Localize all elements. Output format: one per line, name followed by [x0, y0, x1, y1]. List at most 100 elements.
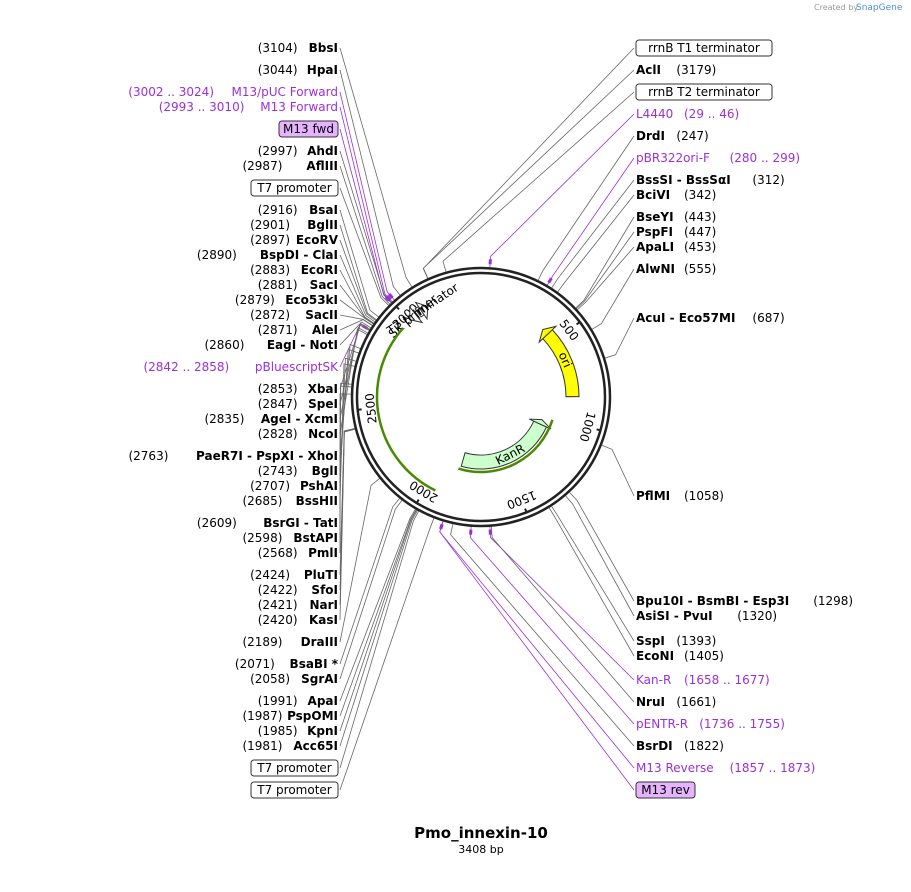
- label-name-m13-puc-forward: M13/pUC Forward: [231, 85, 338, 99]
- site-m13-reverse[interactable]: M13 Reverse(1857 .. 1873): [636, 761, 815, 775]
- site-asisi-pvui[interactable]: AsiSI - PvuI(1320): [636, 609, 777, 623]
- site-paer7i-pspxi-xhoi[interactable]: PaeR7I - PspXI - XhoI(2763): [128, 449, 338, 463]
- site-l4440[interactable]: L4440(29 .. 46): [636, 107, 739, 121]
- site-draiii[interactable]: DraIII(2189): [242, 635, 338, 649]
- site-acc65i[interactable]: Acc65I(1981): [242, 739, 338, 753]
- site-bsrdi[interactable]: BsrDI (1822): [636, 739, 724, 753]
- site-sspi[interactable]: SspI(1393): [636, 634, 716, 648]
- site-bsrgi-tati[interactable]: BsrGI - TatI(2609): [197, 516, 338, 530]
- site-bgli[interactable]: BglI(2743): [258, 464, 338, 478]
- site-ahdi[interactable]: AhdI(2997): [258, 144, 338, 158]
- leader-line-apai: [339, 509, 416, 702]
- leader-line-kan-r: [489, 526, 635, 681]
- label-leader-lines: [339, 47, 635, 791]
- site-ncoi[interactable]: NcoI(2828): [258, 427, 338, 441]
- site-m13-rev[interactable]: M13 rev: [635, 781, 696, 799]
- leader-line-hpai: [339, 69, 401, 296]
- feature-ori[interactable]: ori: [538, 325, 580, 398]
- label-pos-eco53ki: (2879): [235, 293, 275, 307]
- label-name-xbai: XbaI: [308, 382, 338, 396]
- site-ecori[interactable]: EcoRI(2883): [250, 263, 338, 277]
- site-nrui[interactable]: NruI(1661): [636, 695, 716, 709]
- site-t7-promoter[interactable]: T7 promoter: [250, 781, 339, 799]
- site-sfoi[interactable]: SfoI(2422): [258, 583, 338, 597]
- site-eco53ki[interactable]: Eco53kI(2879): [235, 293, 338, 307]
- site-alwni[interactable]: AlwNI(555): [636, 262, 716, 276]
- site-bpu10i-bsmbi-esp3i[interactable]: Bpu10I - BsmBI - Esp3I(1298): [636, 594, 853, 608]
- site-rrnb-t1-terminator[interactable]: rrnB T1 terminator: [635, 39, 773, 57]
- site-acui-eco57mi[interactable]: AcuI - Eco57MI(687): [636, 311, 785, 325]
- site-sacii[interactable]: SacII (2872): [250, 308, 338, 322]
- label-text-t7-promoter: T7 promoter: [256, 783, 332, 797]
- tick-mark-2500: [356, 408, 362, 411]
- site-pflmi[interactable]: PflMI(1058): [636, 489, 724, 503]
- site-t7-promoter[interactable]: T7 promoter: [250, 759, 339, 777]
- site-t7-promoter[interactable]: T7 promoter: [250, 179, 339, 197]
- site-rrnb-t2-terminator[interactable]: rrnB T2 terminator: [635, 83, 773, 101]
- tick-mark-3000: [394, 305, 400, 311]
- site-pbr322ori-f[interactable]: pBR322ori-F(280 .. 299): [636, 151, 800, 165]
- site-pbluescriptsk[interactable]: pBluescriptSK(2842 .. 2858): [143, 360, 339, 374]
- label-name-l4440: L4440: [636, 107, 673, 121]
- site-m13-puc-forward[interactable]: M13/pUC Forward(3002 .. 3024): [128, 85, 338, 99]
- label-pos-bsrdi: (1822): [684, 739, 724, 753]
- site-kan-r[interactable]: Kan-R(1658 .. 1677): [636, 673, 770, 687]
- site-bglii[interactable]: BglII(2901): [250, 218, 338, 232]
- site-afliii[interactable]: AflIII(2987): [242, 159, 338, 173]
- label-name-bsrdi: BsrDI: [636, 739, 673, 753]
- site-kpni[interactable]: KpnI(1985): [258, 724, 338, 738]
- label-name-eagi-noti: EagI - NotI: [267, 338, 338, 352]
- site-bcivi[interactable]: BciVI(342): [636, 188, 716, 202]
- label-pos-sgrai: (2058): [250, 672, 290, 686]
- site-kasi[interactable]: KasI(2420): [258, 613, 338, 627]
- site-pmli[interactable]: PmlI(2568): [258, 546, 338, 560]
- label-name-ahdi: AhdI: [307, 144, 338, 158]
- site-bsssi-bsss-i[interactable]: BssSI - BssSαI(312): [636, 173, 785, 187]
- site-agei-xcmi[interactable]: AgeI - XcmI(2835): [204, 412, 338, 426]
- site-sgrai[interactable]: SgrAI(2058): [250, 672, 338, 686]
- label-pos-alei: (2871): [258, 323, 298, 337]
- label-pos-pshai: (2707): [250, 479, 290, 493]
- site-apai[interactable]: ApaI(1991): [258, 694, 338, 708]
- site-m13-fwd[interactable]: M13 fwd: [278, 120, 339, 138]
- site-bsshii[interactable]: BssHII(2685): [242, 494, 338, 508]
- label-pos-m13-reverse: (1857 .. 1873): [730, 761, 816, 775]
- leader-line-kpni: [339, 509, 417, 732]
- site-pspfi[interactable]: PspFI(447): [636, 225, 716, 239]
- site-bsabi[interactable]: BsaBI *(2071): [235, 657, 339, 671]
- site-xbai[interactable]: XbaI(2853): [258, 382, 338, 396]
- label-name-sacii: SacII: [305, 308, 338, 322]
- site-pspomi[interactable]: PspOMI(1987): [242, 709, 338, 723]
- site-acli[interactable]: AclI(3179): [636, 63, 716, 77]
- feature-kanr[interactable]: KanR: [460, 418, 552, 470]
- label-pos-apali: (453): [684, 240, 716, 254]
- site-econi[interactable]: EcoNI(1405): [636, 649, 724, 663]
- feature-label-ori: ori: [556, 350, 575, 370]
- site-pluti[interactable]: PluTI(2424): [250, 568, 338, 582]
- site-bbsi[interactable]: BbsI(3104): [258, 41, 338, 55]
- label-pos-bsrgi-tati: (2609): [197, 516, 237, 530]
- site-bsai[interactable]: BsaI(2916): [258, 203, 338, 217]
- label-box-t7-promoter: [250, 759, 339, 777]
- label-pos-paer7i-pspxi-xhoi: (2763): [128, 449, 168, 463]
- site-hpai[interactable]: HpaI(3044): [258, 63, 338, 77]
- label-pos-sacii: (2872): [250, 308, 290, 322]
- site-bspdi-clai[interactable]: BspDI - ClaI(2890): [197, 248, 338, 262]
- site-pentr-r[interactable]: pENTR-R(1736 .. 1755): [636, 717, 785, 731]
- leader-line-bseyi: [575, 216, 635, 309]
- credit-created-by: Created by: [814, 3, 858, 12]
- site-m13-forward[interactable]: M13 Forward(2993 .. 3010): [159, 100, 338, 114]
- site-saci[interactable]: SacI(2881): [258, 278, 338, 292]
- site-spei[interactable]: SpeI(2847): [258, 397, 338, 411]
- site-drdi[interactable]: DrdI(247): [636, 129, 709, 143]
- site-alei[interactable]: AleI(2871): [258, 323, 338, 337]
- site-eagi-noti[interactable]: EagI - NotI(2860): [204, 338, 338, 352]
- site-bseyi[interactable]: BseYI(443): [636, 210, 716, 224]
- site-ecorv[interactable]: EcoRV(2897): [250, 233, 339, 247]
- label-pos-pspomi: (1987): [242, 709, 282, 723]
- site-bstapi[interactable]: BstAPI(2598): [242, 531, 338, 545]
- site-nari[interactable]: NarI(2421): [258, 598, 338, 612]
- site-apali[interactable]: ApaLI(453): [636, 240, 716, 254]
- site-pshai[interactable]: PshAI(2707): [250, 479, 338, 493]
